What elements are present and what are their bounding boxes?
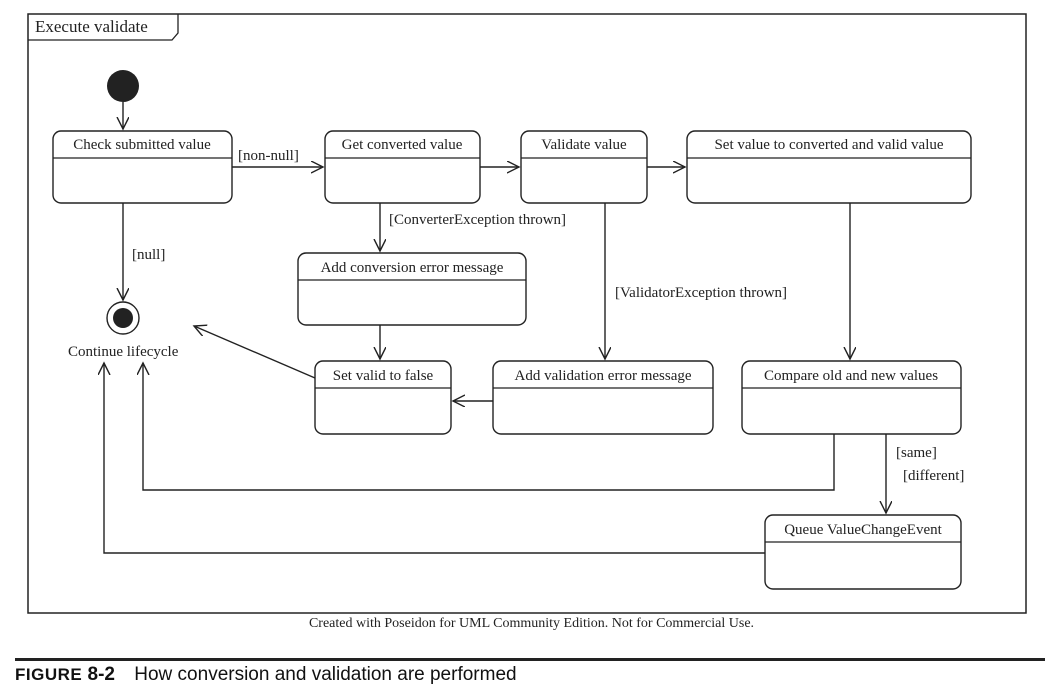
state-label: Get converted value <box>342 137 463 153</box>
guard-validator-exception: [ValidatorException thrown] <box>615 285 787 301</box>
frame-title-tab <box>28 14 179 41</box>
state-set-value: Set value to converted and valid value <box>686 130 972 204</box>
figure-text: How conversion and validation are perfor… <box>134 664 517 685</box>
state-label: Set valid to false <box>333 368 434 384</box>
state-label: Set value to converted and valid value <box>714 137 943 153</box>
state-label: Queue ValueChangeEvent <box>784 522 942 538</box>
state-set-valid-false: Set valid to false <box>314 360 452 435</box>
state-queue-value-change-event: Queue ValueChangeEvent <box>764 514 962 590</box>
state-validate-value: Validate value <box>520 130 648 204</box>
state-get-converted-value: Get converted value <box>324 130 481 204</box>
state-compare-values: Compare old and new values <box>741 360 962 435</box>
guard-non-null: [non-null] <box>238 148 299 164</box>
state-add-validation-error: Add validation error message <box>492 360 714 435</box>
initial-node <box>107 70 139 102</box>
transition-queue-to-final <box>104 363 765 554</box>
transition-set-valid-false-to-final <box>194 326 316 379</box>
state-add-conversion-error: Add conversion error message <box>297 252 527 326</box>
frame-title: Execute validate <box>35 17 148 36</box>
state-label: Check submitted value <box>73 137 211 153</box>
tool-credit-note: Created with Poseidon for UML Community … <box>308 616 755 631</box>
guard-different: [different] <box>903 468 964 484</box>
final-node-label: Continue lifecycle <box>68 344 179 360</box>
state-label: Add conversion error message <box>321 260 504 276</box>
caption-divider <box>15 658 1045 661</box>
state-check-submitted-value: Check submitted value <box>52 130 233 204</box>
guard-null: [null] <box>132 247 165 263</box>
state-label: Validate value <box>541 137 627 153</box>
state-label: Add validation error message <box>514 368 691 384</box>
final-node <box>106 301 140 335</box>
guard-same: [same] <box>896 445 937 461</box>
guard-converter-exception: [ConverterException thrown] <box>389 212 566 228</box>
state-label: Compare old and new values <box>764 368 938 384</box>
figure-label: Figure <box>15 665 83 684</box>
figure-number: 8-2 <box>87 664 115 685</box>
transition-compare-same-to-final <box>143 363 835 491</box>
activity-frame <box>27 13 1027 614</box>
figure-caption: Figure 8-2 How conversion and validation… <box>15 664 1055 686</box>
